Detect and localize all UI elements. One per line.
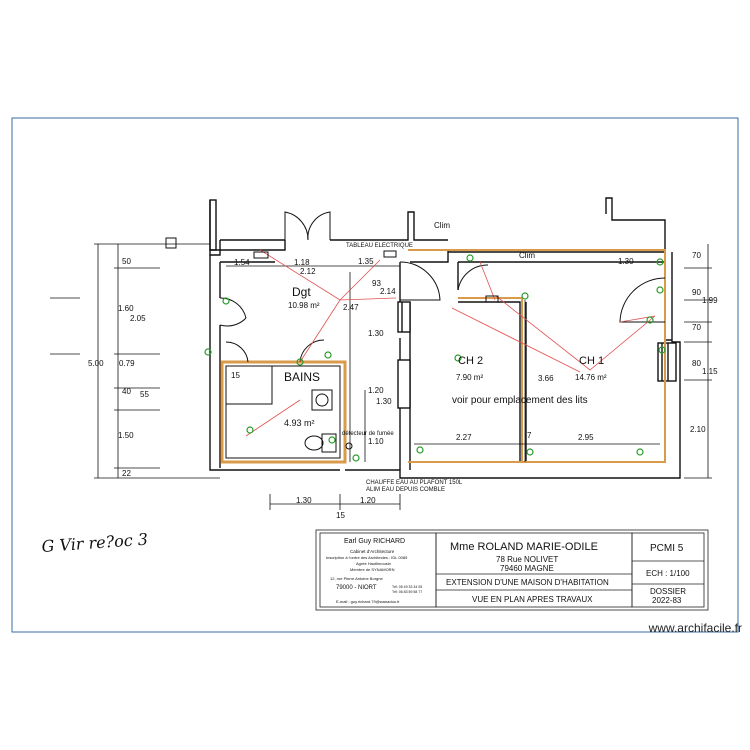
dimension-lines — [50, 243, 712, 510]
clim-inner-label: Clim — [519, 251, 535, 260]
architect-line2: Inscription à l'ordre des Architectes : … — [326, 555, 408, 560]
project-title: EXTENSION D'UNE MAISON D'HABITATION — [446, 578, 609, 587]
right-199: 1.99 — [702, 296, 718, 305]
right-115: 1.15 — [702, 367, 718, 376]
dim-247: 2.47 — [343, 303, 359, 312]
watermark: www.archifacile.fr — [648, 621, 742, 635]
dim-214: 2.14 — [380, 287, 396, 296]
dim-212: 2.12 — [300, 267, 316, 276]
dossier-year: 2022-83 — [652, 596, 682, 605]
architect-email: E-mail : guy.richard.79@wanadoo.fr — [336, 599, 400, 604]
client-address1: 78 Rue NOLIVET — [496, 555, 558, 564]
dim-227: 2.27 — [456, 433, 472, 442]
dim-135: 1.35 — [358, 257, 374, 266]
dossier-label: DOSSIER — [650, 587, 686, 596]
electrical-lines — [245, 249, 656, 437]
electrical-marks — [204, 254, 666, 462]
ch1-name: CH 1 — [579, 355, 604, 367]
left-50: 50 — [122, 257, 131, 266]
signature: G Vir re?oc 3 — [41, 530, 149, 556]
clim-top-label: Clim — [434, 221, 450, 230]
dim-366: 3.66 — [538, 374, 554, 383]
left-40: 40 — [122, 387, 131, 396]
left-150: 1.50 — [118, 431, 134, 440]
dim-110: 1.10 — [368, 437, 384, 446]
ch1-area: 14.76 m² — [575, 373, 607, 382]
architect-line1: Cabinet d'Architecture — [350, 549, 395, 554]
left-22: 22 — [122, 469, 131, 478]
client-name: Mme ROLAND MARIE-ODILE — [450, 541, 598, 553]
cartouche — [315, 529, 709, 611]
chauffe-line1: CHAUFFE EAU AU PLAFONT 150L — [366, 480, 463, 486]
architect-tel2: Tél: 06 83 59 58 77 — [392, 590, 422, 594]
left-205: 2.05 — [130, 314, 146, 323]
dim-15-bain: 15 — [231, 371, 240, 380]
left-079: 0.79 — [119, 359, 135, 368]
bathroom-inner — [225, 365, 341, 459]
lits-note: voir pour emplacement des lits — [452, 395, 588, 406]
bains-area: 4.93 m² — [284, 418, 315, 428]
bains-name: BAINS — [284, 370, 320, 384]
echelle-label: ECH : 1/100 — [646, 569, 690, 578]
left-500: 5.00 — [88, 359, 104, 368]
left-160: 1.60 — [118, 304, 134, 313]
smoke-detector-icon — [345, 442, 353, 450]
bot-120: 1.20 — [360, 496, 376, 505]
detecteur-label: détecteur de fumée — [342, 431, 394, 437]
view-title: VUE EN PLAN APRES TRAVAUX — [472, 595, 593, 604]
ch2-area: 7.90 m² — [456, 373, 483, 382]
dim-130-a: 1.30 — [368, 329, 384, 338]
right-90: 90 — [692, 288, 701, 297]
right-80: 80 — [692, 359, 701, 368]
drawing-frame — [11, 117, 739, 633]
architect-line5: 12, rue Pierre Antoine Borgne — [330, 576, 383, 581]
chauffe-line2: ALIM EAU DEPUIS COMBLE — [366, 487, 445, 493]
architect-tel1: Tél: 05 49 33 34 05 — [392, 585, 422, 589]
right-70a: 70 — [692, 251, 701, 260]
dim-93: 93 — [372, 279, 381, 288]
architect-name: Earl Guy RICHARD — [344, 538, 405, 545]
side-door — [219, 297, 247, 327]
room-doors — [225, 198, 666, 363]
dgt-name: Dgt — [292, 285, 311, 299]
meter-icon — [485, 295, 499, 303]
dim-118: 1.18 — [294, 258, 310, 267]
bot-15: 15 — [336, 511, 345, 520]
dim-295: 2.95 — [578, 433, 594, 442]
walls — [209, 197, 681, 479]
pcmi-label: PCMI 5 — [650, 543, 684, 554]
left-55: 55 — [140, 390, 149, 399]
bathroom-walls — [220, 249, 666, 464]
bot-130: 1.30 — [296, 496, 312, 505]
dim-154: 1.54 — [234, 258, 250, 267]
ch2-name: CH 2 — [458, 355, 483, 367]
dim-120-a: 1.20 — [368, 386, 384, 395]
right-70b: 70 — [692, 323, 701, 332]
outlet-icon — [253, 251, 269, 259]
architect-line3: Agréé Hautlimousin — [356, 561, 391, 566]
architect-line4: Membre de SYNAMORN — [350, 567, 395, 572]
dim-7: 7 — [527, 431, 532, 440]
electric-panel-icon — [383, 250, 397, 258]
right-210: 2.10 — [690, 425, 706, 434]
entry-doors — [284, 211, 331, 241]
tableau-label: TABLEAU ELECTRIQUE — [346, 243, 413, 249]
dim-130-b: 1.30 — [376, 397, 392, 406]
tableau-marker-icon — [165, 237, 177, 249]
client-address2: 79460 MAGNE — [500, 564, 554, 573]
dim-130-top: 1.30 — [618, 257, 634, 266]
dgt-area: 10.98 m² — [288, 301, 320, 310]
architect-city: 79000 - NIORT — [336, 585, 377, 591]
